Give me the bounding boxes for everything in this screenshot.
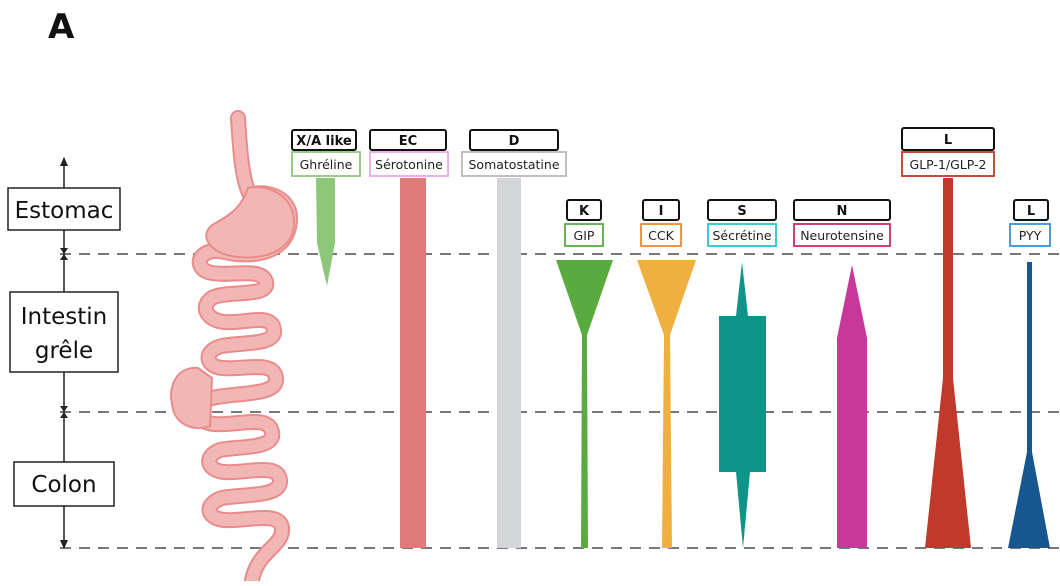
axis-tick-2b [60,412,68,418]
distribution-k [556,260,613,548]
distribution-l [925,178,971,548]
cell-group: K GIP [556,199,613,548]
hormone-box [291,151,361,177]
distribution-s [719,262,766,548]
cell-type-label: N [837,204,848,219]
hormone-box [901,151,995,177]
region-boundaries [60,253,1060,549]
cell-type-label: EC [399,134,417,149]
region-label-intestin-line: Intestin [21,304,108,330]
region-box-intestin [9,291,119,373]
axis-tick-2a [60,406,68,412]
hormone-box [793,223,891,247]
hormone-label: Neurotensine [800,228,884,243]
cell-type-box [291,129,357,151]
cell-group: D Somatostatine [461,129,567,548]
hormone-label: GLP-1/GLP-2 [910,157,987,172]
axis-tick-1b [60,254,68,260]
hormone-box [640,223,682,247]
hormone-label: CCK [648,228,674,243]
hormone-box [1009,223,1051,247]
distribution-d [497,178,521,548]
cell-type-label: L [944,133,952,148]
cell-type-label: X/A like [296,134,352,149]
cell-type-box [369,129,447,151]
cell-type-box [566,199,602,221]
cell-type-box [469,129,559,151]
cell-type-box [1013,199,1049,221]
hormone-box [369,151,449,177]
hormone-label: GIP [574,228,595,243]
cell-type-label: I [659,204,664,219]
distribution-n [837,265,867,548]
distribution-l [1008,262,1050,548]
cecum-shape [170,366,214,430]
distribution-ec [400,178,426,548]
hormone-label: Sérotonine [375,157,443,172]
panel-label: A [48,7,75,47]
cell-type-box [793,199,891,221]
hormone-box [707,223,777,247]
axis-arrow-top [60,157,68,166]
distribution-i [637,260,696,548]
hormone-box [564,223,604,247]
cell-type-label: L [1027,204,1035,219]
cell-type-label: D [509,134,520,149]
distribution-x-a-like [316,178,335,286]
cell-group: L PYY [1008,199,1051,548]
hormone-label: PYY [1019,228,1042,243]
axis-tick-1a [60,248,68,254]
region-box-colon [13,461,115,507]
hormone-box [461,151,567,177]
hormone-label: Somatostatine [468,157,559,172]
cell-group: N Neurotensine [793,199,891,548]
stomach-shape [205,186,296,259]
region-label-estomac: Estomac [15,198,114,224]
cell-group: L GLP-1/GLP-2 [901,127,995,548]
cell-group: EC Sérotonine [369,129,449,548]
region-label-intestin-line: grêle [35,338,93,364]
gut-tube [189,112,296,586]
gut-illustration [170,110,298,586]
hormone-label: Ghréline [300,157,353,172]
cell-group: S Sécrétine [707,199,777,548]
region-axis: Estomac Intestin grêle Colon [7,157,121,549]
cell-type-box [707,199,777,221]
cell-type-label: K [579,204,590,219]
region-label-colon: Colon [31,472,96,498]
axis-arrow-bottom [60,540,68,549]
region-box-estomac [7,187,121,231]
region-label-intestin: Intestin grêle [21,304,108,364]
hormone-label: Sécrétine [712,228,771,243]
cell-group: I CCK [637,199,696,548]
cell-type-box [901,127,995,151]
cell-type-box [642,199,680,221]
cell-type-label: S [737,204,746,219]
